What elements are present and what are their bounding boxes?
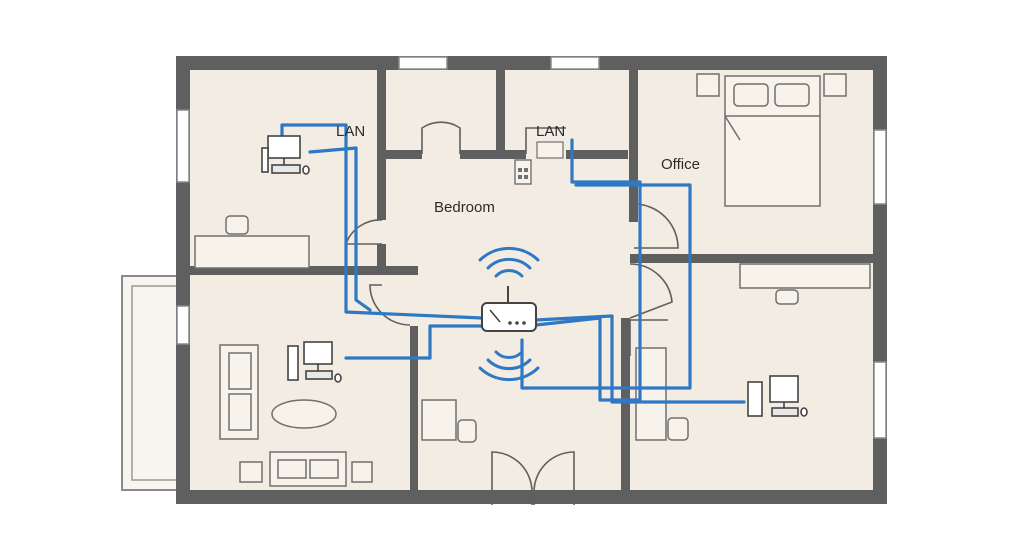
- door-swing-right-lower: [629, 263, 673, 319]
- cable-router-to-top-left-pc-2: [308, 146, 372, 312]
- desk-right-lower: [739, 263, 871, 289]
- chair-right-lower-side: [667, 417, 689, 441]
- wall-right-lower-left: [621, 318, 630, 490]
- desktop-computer-icon-top-left: [261, 135, 310, 175]
- pillow-left: [733, 83, 769, 107]
- pillow-right: [774, 83, 810, 107]
- wall-small-rooms-bottom-a: [386, 150, 422, 159]
- wall-mid-left-horizontal: [190, 266, 418, 275]
- side-table-corner: [239, 461, 263, 483]
- furniture: [194, 73, 871, 487]
- door-swing-lan-closet: [525, 127, 566, 154]
- office-label: Office: [661, 156, 700, 173]
- wall-top: [176, 56, 887, 70]
- wall-living-right: [410, 326, 418, 490]
- door-swing-entrance: [491, 451, 575, 505]
- window-right-lower: [873, 361, 887, 439]
- cable-router-to-right-pc: [534, 314, 746, 404]
- window-right-upper: [873, 129, 887, 205]
- wifi-signal-icon: [478, 246, 540, 382]
- nightstand-left: [696, 73, 720, 97]
- wall-left-room-right-lower: [377, 244, 386, 272]
- lan-label-center: LAN: [536, 123, 566, 140]
- door-swing-left-lower: [369, 284, 411, 326]
- wall-small-rooms-bottom-b: [460, 150, 526, 159]
- window-top-mid: [550, 56, 600, 70]
- bedroom-label: Bedroom: [434, 199, 495, 216]
- side-table-bottom: [351, 461, 373, 483]
- chair-right-lower: [775, 289, 799, 305]
- hall-chair: [457, 419, 477, 443]
- wall-small-rooms-divider: [496, 70, 505, 154]
- coffee-table: [271, 399, 337, 429]
- desktop-computer-icon-living: [287, 341, 342, 383]
- wall-right-mid-horizontal: [630, 254, 873, 263]
- wall-small-rooms-bottom-c: [566, 150, 628, 159]
- lan-cables: [280, 123, 746, 404]
- balcony: [121, 275, 185, 491]
- lan-wall-port-icon: [514, 141, 564, 185]
- window-left-upper: [176, 109, 190, 183]
- desktop-computer-icon-right: [747, 375, 808, 417]
- cable-router-to-living-pc: [344, 324, 484, 360]
- bed-blanket: [724, 115, 820, 141]
- cable-router-to-top-left-pc: [280, 123, 484, 320]
- nightstand-right: [823, 73, 847, 97]
- desk-top-left: [194, 235, 310, 269]
- cable-router-to-office: [520, 183, 692, 390]
- windows: [176, 56, 887, 439]
- hall-cabinet: [421, 399, 457, 441]
- door-swing-small-room: [421, 121, 461, 154]
- window-left-lower: [176, 305, 190, 345]
- wall-right-rooms-left: [629, 70, 638, 222]
- router-icon: [481, 286, 537, 332]
- door-swing-hall-right: [629, 319, 668, 356]
- chair-top-left: [225, 215, 249, 235]
- window-top-left: [398, 56, 448, 70]
- lan-label-left: LAN: [336, 123, 366, 140]
- wall-left-room-right-upper: [377, 70, 386, 220]
